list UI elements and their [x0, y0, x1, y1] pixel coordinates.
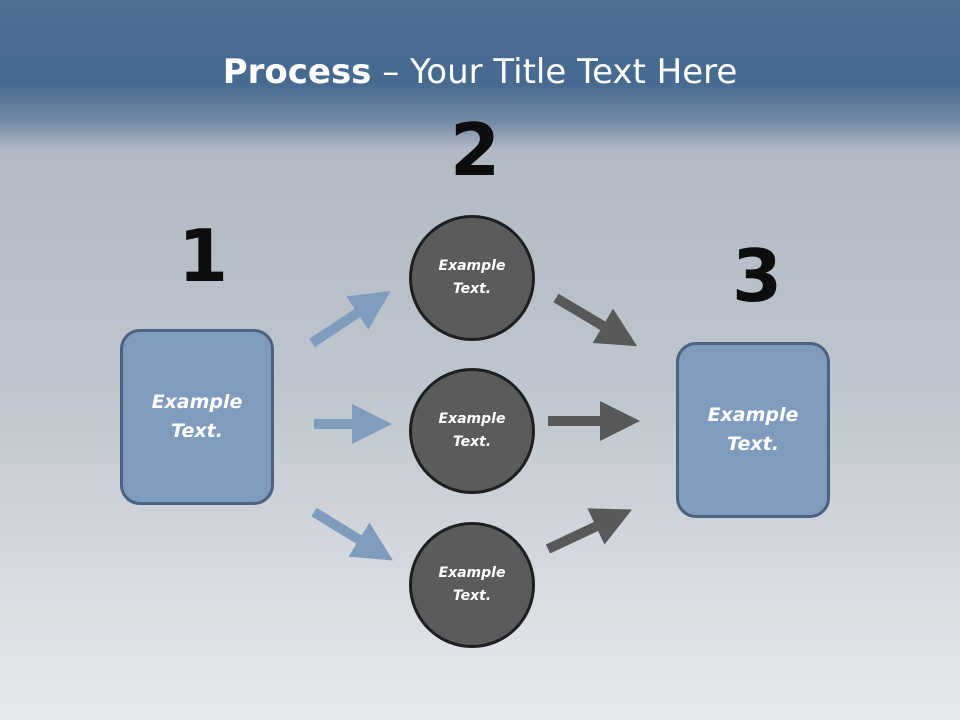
right-box-text: Example Text.	[707, 404, 799, 455]
circle-middle-text: Example Text.	[438, 411, 506, 450]
step-number-3: 3	[732, 234, 783, 318]
arrow-left-down	[311, 507, 394, 561]
step-number-1: 1	[178, 214, 229, 298]
arrow-right-down	[545, 508, 633, 554]
title-bold: Process	[222, 52, 372, 92]
step-number-2: 2	[450, 108, 501, 192]
process-circle-top: Example Text.	[409, 215, 535, 341]
process-circle-middle: Example Text.	[409, 368, 535, 494]
circle-top-text: Example Text.	[438, 258, 506, 297]
arrow-left-up	[309, 290, 391, 348]
title-rest: – Your Title Text Here	[371, 52, 738, 92]
process-circle-bottom: Example Text.	[409, 522, 535, 648]
arrow-right-up	[553, 293, 638, 347]
circle-bottom-text: Example Text.	[438, 565, 506, 604]
left-box-text: Example Text.	[151, 391, 243, 442]
left-process-box: Example Text.	[120, 329, 274, 505]
right-process-box: Example Text.	[676, 342, 830, 518]
title-band	[0, 0, 960, 150]
slide-title: Process – Your Title Text Here	[0, 52, 960, 92]
